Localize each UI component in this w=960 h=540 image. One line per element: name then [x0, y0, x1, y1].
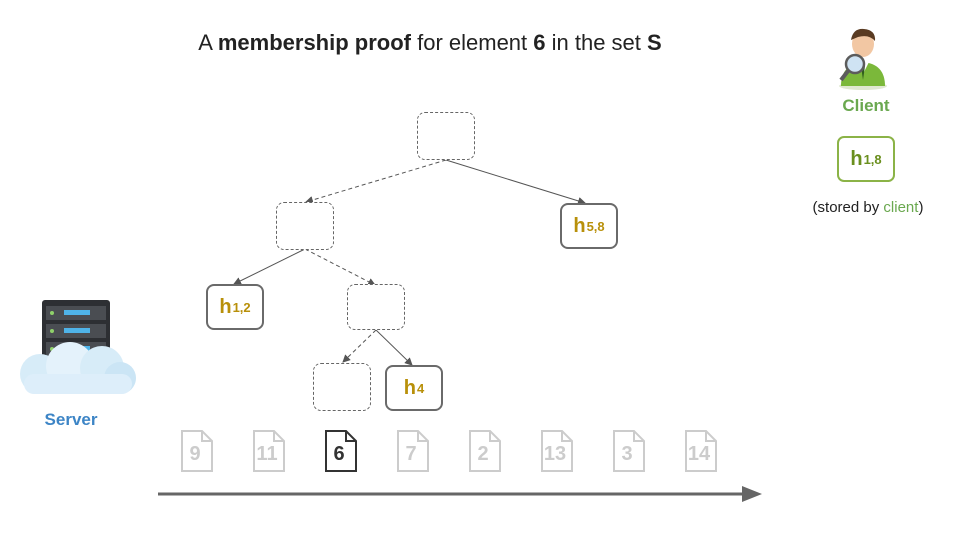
server-label: Server: [44, 410, 98, 429]
title-prefix: A: [198, 30, 218, 55]
title-set-name: S: [647, 30, 662, 55]
document-icon: [397, 430, 429, 472]
leaf-document: 2: [468, 430, 502, 472]
edge-lr-leaf3: [342, 329, 377, 363]
leaf-document: 9: [180, 430, 214, 472]
document-icon: [541, 430, 573, 472]
edge-root-left: [305, 159, 447, 204]
leaf-document: 3: [612, 430, 646, 472]
tree-node-leaf-parent-3: [313, 363, 371, 411]
document-icon: [253, 430, 285, 472]
leaf-document: 6: [324, 430, 358, 472]
client-user-icon: [839, 28, 887, 90]
leaf-document: 7: [396, 430, 430, 472]
leaf-value: 11: [256, 443, 278, 465]
edge-l-h12: [233, 248, 306, 285]
document-icon: [181, 430, 213, 472]
leaf-value: 9: [189, 443, 201, 465]
document-icon: [325, 430, 357, 472]
server-cloud-icon: [20, 300, 136, 394]
leaf-document: 11: [252, 430, 286, 472]
leaf-document: 13: [540, 430, 574, 472]
edge-root-right: [445, 159, 586, 205]
leaf-value: 2: [477, 443, 489, 465]
page-title: A membership proof for element 6 in the …: [0, 30, 860, 56]
leaf-value: 13: [543, 443, 567, 465]
document-icon: [685, 430, 717, 472]
client-label: Client: [842, 96, 890, 115]
title-bold-phrase: membership proof: [217, 30, 411, 55]
document-icon: [469, 430, 501, 472]
leaf-value: 14: [687, 443, 711, 465]
leaf-value: 6: [333, 443, 345, 465]
title-suffix: in the set: [545, 30, 648, 55]
edge-lr-h4: [375, 329, 413, 366]
edge-l-lr: [304, 248, 376, 286]
document-icon: [613, 430, 645, 472]
tree-node-left-right: [347, 284, 405, 330]
stored-by-client-note: (stored by client): [812, 199, 924, 216]
title-element: 6: [533, 30, 546, 55]
leaf-value: 3: [621, 443, 633, 465]
tree-node-left: [276, 202, 334, 250]
timeline-arrowhead: [742, 486, 762, 502]
leaf-value: 7: [405, 443, 417, 465]
tree-node-root: [417, 112, 475, 160]
leaf-document: 14: [684, 430, 718, 472]
title-middle: for element: [410, 30, 534, 55]
